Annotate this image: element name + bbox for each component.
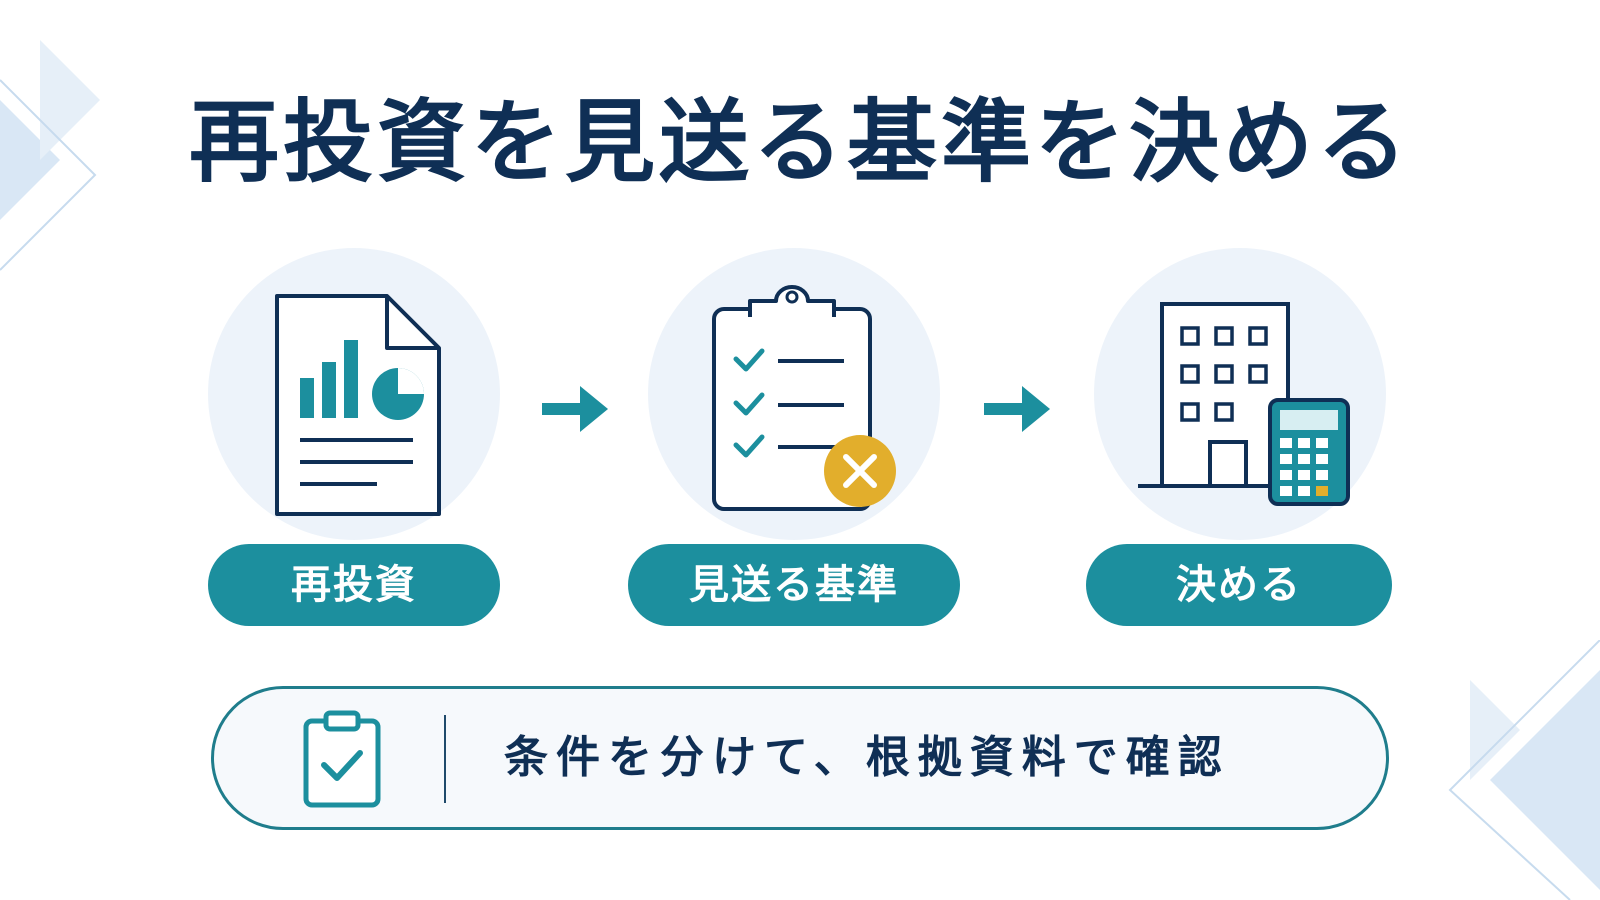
arrow-right-icon	[984, 386, 1050, 432]
step-2-label: 見送る基準	[628, 544, 960, 626]
corner-decoration-bottom-right	[1448, 640, 1600, 900]
step-1-label: 再投資	[208, 544, 500, 626]
summary-divider	[444, 715, 446, 803]
arrow-right-icon	[542, 386, 608, 432]
corner-decoration-top-left	[0, 40, 100, 271]
building-calculator-icon	[1138, 302, 1350, 506]
report-document-icon	[275, 294, 441, 516]
summary-box: 条件を分けて、根拠資料で確認	[211, 686, 1389, 830]
clipboard-check-icon	[303, 710, 381, 808]
summary-text: 条件を分けて、根拠資料で確認	[504, 732, 1230, 783]
checklist-clipboard-icon	[712, 285, 896, 511]
step-3-label: 決める	[1086, 544, 1392, 626]
page-title: 再投資を見送る基準を決める	[189, 90, 1411, 195]
